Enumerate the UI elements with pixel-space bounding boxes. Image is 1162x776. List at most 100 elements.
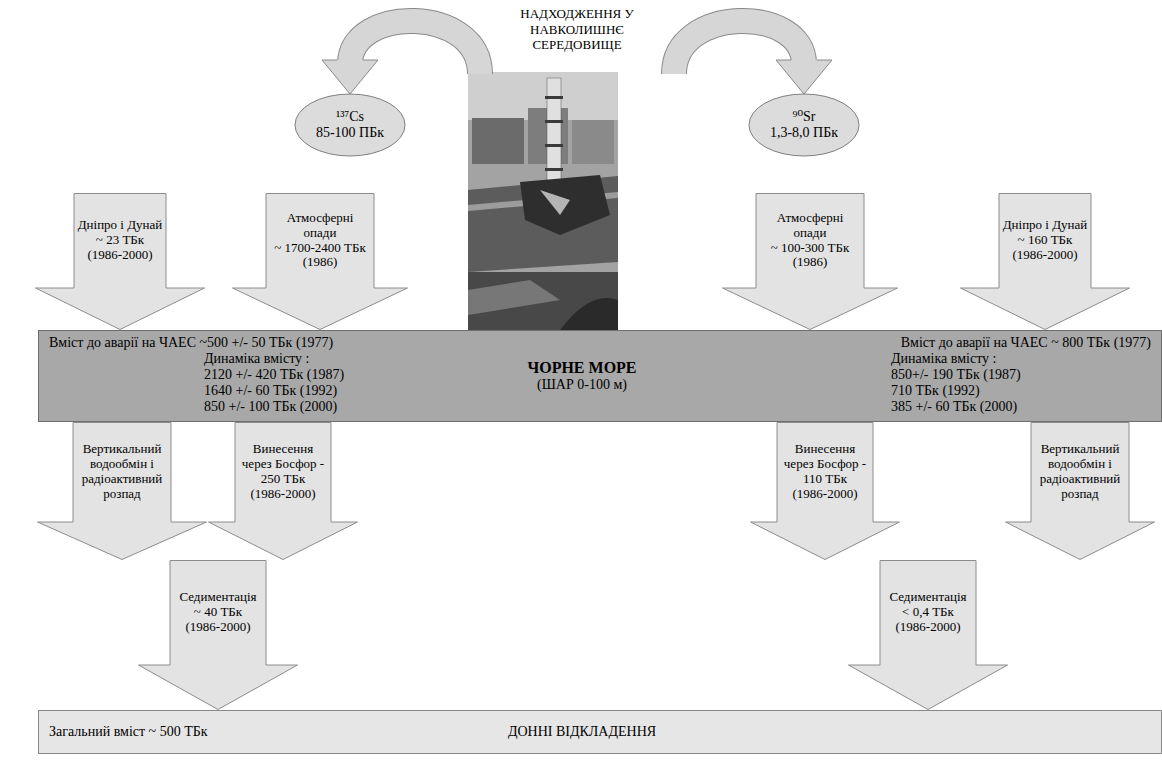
arrow-text-box: Дніпро і Дунай~ 160 ТБк(1986-2000) (999, 193, 1091, 263)
arrow-label: (1986) (269, 255, 371, 270)
arrow-label: Атмосферні опади (269, 211, 371, 241)
arrow-label: (1986) (759, 255, 861, 270)
arrow-label: (1986-2000) (883, 620, 973, 635)
sea-name: ЧОРНЕ МОРЕ (432, 359, 732, 377)
block-arrow-outline (723, 194, 898, 330)
outflow-arrow: Вертикальний водообмін і радіоактивний р… (37, 422, 207, 560)
ellipse-text-box: ⁹⁰Sr1,3-8,0 ПБк (748, 93, 860, 157)
arrow-label: Винесення через Босфор - (780, 442, 870, 472)
arrow-text-box: Вертикальний водообмін і радіоактивний р… (1031, 422, 1129, 502)
stack-ring (545, 120, 563, 123)
arrow-text-box: Седиментація~ 40 ТБк(1986-2000) (170, 560, 266, 635)
block-arrow-outline (36, 194, 205, 330)
cesium-inventory: Вміст до аварії на ЧАЕС ~500 +/- 50 ТБк … (49, 335, 344, 415)
arrow-label: Дніпро і Дунай (77, 218, 163, 233)
inflow-arrow: Дніпро і Дунай~ 160 ТБк(1986-2000) (960, 193, 1130, 330)
release-arrow-head-outline (776, 60, 832, 94)
outflow-arrow: Винесення через Босфор -250 ТБк(1986-200… (208, 422, 358, 560)
arrow-label: (1986-2000) (77, 248, 163, 263)
nuclide-ellipse: ¹³⁷Cs85-100 ПБк (294, 93, 406, 157)
nuclide-ellipse: ⁹⁰Sr1,3-8,0 ПБк (748, 93, 860, 157)
reactor-block (468, 176, 618, 272)
block-arrow-outline (38, 423, 207, 560)
ellipse-outline (295, 94, 405, 156)
sediment-title-box: ДОННІ ВІДКЛАДЕННЯ (432, 724, 732, 740)
inventory-value: 1640 +/- 60 ТБк (1992) (204, 383, 344, 399)
block-arrow-outline (849, 561, 1008, 710)
inventory-values: Динаміка вмісту :850+/- 190 ТБк (1987)71… (891, 351, 1151, 415)
nuclide-label: ⁹⁰Sr (793, 109, 816, 125)
inventory-value: 850 +/- 100 ТБк (2000) (204, 399, 344, 415)
stack-ring (545, 144, 563, 147)
inventory-note: Вміст до аварії на ЧАЕС ~ 800 ТБк (1977) (701, 335, 1151, 351)
stack-ring (545, 168, 563, 171)
arrow-label: Вертикальний водообмін і радіоактивний р… (76, 442, 168, 502)
release-arrow-head (322, 60, 378, 94)
arrow-label: 110 ТБк (780, 472, 870, 487)
inventory-value: 850+/- 190 ТБк (1987) (891, 367, 1151, 383)
arrow-text-box: Дніпро і Дунай~ 23 ТБк(1986-2000) (74, 193, 166, 263)
arrow-label: ~ 23 ТБк (77, 233, 163, 248)
photo-building (572, 120, 614, 164)
sediment-total: Загальний вміст ~ 500 ТБк (49, 724, 208, 740)
strontium-inventory: Вміст до аварії на ЧАЕС ~ 800 ТБк (1977)… (701, 335, 1151, 415)
sea-title-box: ЧОРНЕ МОРЕ(ШАР 0-100 м) (432, 359, 732, 393)
arrow-label: ~ 160 ТБк (1002, 233, 1088, 248)
rubble (468, 280, 560, 315)
arrow-label: 250 ТБк (238, 472, 328, 487)
release-arrow-head (776, 60, 832, 94)
reactor-photo (468, 72, 618, 330)
release-arrow (674, 21, 832, 94)
photo-building (472, 118, 524, 164)
inflow-arrow: Атмосферні опади~ 1700-2400 ТБк(1986) (232, 193, 408, 330)
arrow-text-box: Вертикальний водообмін і радіоактивний р… (73, 422, 171, 502)
outflow-arrow: Вертикальний водообмін і радіоактивний р… (1005, 422, 1155, 560)
vent-stack (547, 78, 561, 190)
arrow-label: ~ 1700-2400 ТБк (269, 241, 371, 256)
sea-band: Вміст до аварії на ЧАЕС ~500 +/- 50 ТБк … (38, 330, 1162, 422)
debris (540, 190, 570, 215)
inventory-value: 710 ТБк (1992) (891, 383, 1151, 399)
stack-ring (545, 96, 563, 99)
block-arrow-shape (138, 560, 298, 710)
inventory-value: Динаміка вмісту : (204, 351, 344, 367)
damaged-area (520, 175, 610, 235)
block-arrow-outline (233, 194, 408, 330)
photo-shadow (560, 298, 618, 330)
arrow-text-box: Атмосферні опади~ 1700-2400 ТБк(1986) (266, 193, 374, 270)
arrow-label: (1986-2000) (1002, 248, 1088, 263)
block-arrow-outline (751, 423, 900, 560)
arrow-text-box: Винесення через Босфор -110 ТБк(1986-200… (777, 422, 873, 502)
arrow-label: Винесення через Босфор - (238, 442, 328, 472)
inventory-value: Динаміка вмісту : (891, 351, 1151, 367)
sediment-band: Загальний вміст ~ 500 ТБк ДОННІ ВІДКЛАДЕН… (38, 710, 1162, 754)
inventory-value: 385 +/- 60 ТБк (2000) (891, 399, 1151, 415)
sedimentation-arrow: Седиментація< 0,4 ТБк(1986-2000) (848, 560, 1008, 710)
inflow-arrow: Дніпро і Дунай~ 23 ТБк(1986-2000) (35, 193, 205, 330)
arrow-label: (1986-2000) (173, 620, 263, 635)
inflow-arrow: Атмосферні опади~ 100-300 ТБк(1986) (722, 193, 898, 330)
arrow-label: Вертикальний водообмін і радіоактивний р… (1034, 442, 1126, 502)
arrow-label: Дніпро і Дунай (1002, 218, 1088, 233)
block-arrow-outline (139, 561, 298, 710)
arrow-label: ~ 100-300 ТБк (759, 241, 861, 256)
arrow-text-box: Седиментація< 0,4 ТБк(1986-2000) (880, 560, 976, 635)
release-arrow (322, 21, 480, 94)
nuclide-label: 1,3-8,0 ПБк (770, 125, 838, 141)
title-box: НАДХОДЖЕННЯ У НАВКОЛИШНЄ СЕРЕДОВИЩЕ (515, 6, 639, 53)
arrow-text-box: Винесення через Босфор -250 ТБк(1986-200… (235, 422, 331, 502)
sediment-total-box: Загальний вміст ~ 500 ТБк (49, 724, 208, 740)
sediment-title: ДОННІ ВІДКЛАДЕННЯ (432, 724, 732, 740)
arrow-label: ~ 40 ТБк (173, 605, 263, 620)
block-arrow-outline (209, 423, 358, 560)
arrow-label: Седиментація (173, 590, 263, 605)
ellipse-text-box: ¹³⁷Cs85-100 ПБк (294, 93, 406, 157)
block-arrow-outline (961, 194, 1130, 330)
inventory-values: Динаміка вмісту :2120 +/- 420 ТБк (1987)… (204, 351, 344, 415)
arrow-text-box: Атмосферні опади~ 100-300 ТБк(1986) (756, 193, 864, 270)
arrow-label: Седиментація (883, 590, 973, 605)
diagram-title: НАДХОДЖЕННЯ У НАВКОЛИШНЄ СЕРЕДОВИЩЕ (515, 6, 639, 53)
nuclide-label: 85-100 ПБк (316, 125, 384, 141)
sedimentation-arrow: Седиментація~ 40 ТБк(1986-2000) (138, 560, 298, 710)
